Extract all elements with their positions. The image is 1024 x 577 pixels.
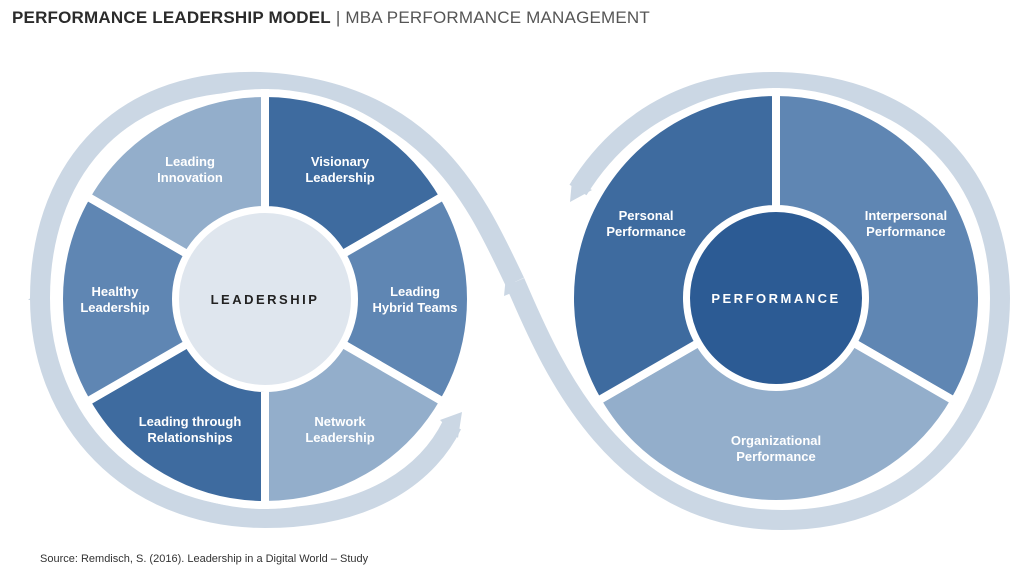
performance-segment-label-line: Performance [736,449,815,464]
arrow-head [440,412,462,438]
arrow-head [570,180,592,202]
leadership-segment-label-line: Visionary [311,154,370,169]
leadership-segment-label-line: Healthy [92,284,140,299]
title-main: PERFORMANCE LEADERSHIP MODEL [12,8,331,27]
leadership-segment-label-line: Leadership [305,430,374,445]
leadership-segment-label-line: Network [314,414,366,429]
leadership-center [173,207,357,391]
performance-segment-label-line: Interpersonal [865,208,947,223]
leadership-segment-label-line: Leading through [139,414,242,429]
performance-segment-label-line: Personal [619,208,674,223]
leadership-segment-label-line: Hybrid Teams [372,300,457,315]
arrow-head [504,276,524,296]
arrow-head [28,292,48,300]
title-subtitle: MBA PERFORMANCE MANAGEMENT [345,8,650,27]
leadership-segment-label-line: Leadership [305,170,374,185]
title-separator: | [335,8,341,27]
leadership-segment-label-line: Leadership [80,300,149,315]
page-title: PERFORMANCE LEADERSHIP MODEL | MBA PERFO… [12,8,650,28]
source-citation: Source: Remdisch, S. (2016). Leadership … [40,553,369,565]
leadership-segment-label-line: Leading [165,154,215,169]
ring-band [29,71,525,529]
outer-ring [28,71,1011,531]
arrow-head [990,282,1010,296]
performance-center-label: PERFORMANCE [711,291,840,306]
leadership-segment-label-line: Innovation [157,170,223,185]
leadership-segment-label-line: Relationships [147,430,232,445]
leadership-center-label: LEADERSHIP [211,292,320,307]
ring-band [505,71,1011,531]
performance-center [684,206,868,390]
performance-segment-label-line: Performance [866,224,945,239]
performance-segment-label-line: Organizational [731,433,821,448]
performance-segment-label-line: Performance [606,224,685,239]
leadership-segment-label-line: Leading [390,284,440,299]
